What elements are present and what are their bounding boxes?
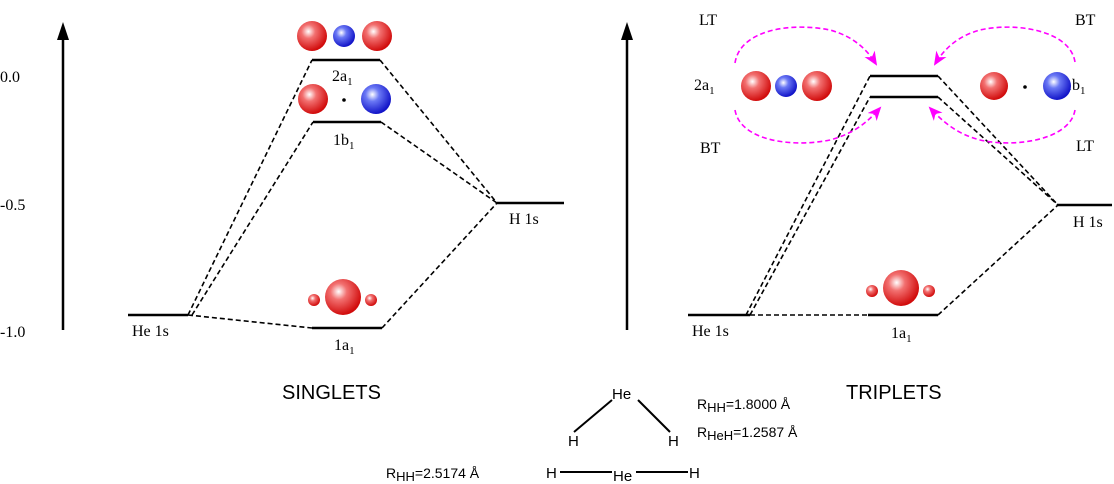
bent-geometry: He H H RHH=1.8000 Å RHeH=1.2587 Å [568,386,798,450]
mo-2a1-label: 2a1 [694,77,715,97]
energy-axis-left [57,22,69,330]
mo-2a1-label: 2a1 [332,68,353,88]
axis-arrowhead [621,22,633,40]
atom-h: H [568,433,579,450]
orbital-1a1-picture [308,279,377,315]
linear-geometry: H He H RHH=2.5174 Å [386,465,700,484]
mo-1a1-label: 1a1 [334,337,355,357]
arrow-lt-top [734,26,878,66]
axis-tick-label: -1.0 [0,324,25,341]
triplets-title: TRIPLETS [846,382,942,404]
arrow-lt-bottom [928,106,1076,144]
transition-label-lt: LT [1076,138,1094,155]
atom-he: He [612,386,631,403]
axis-arrowhead [57,22,69,40]
orbital-1b1-picture [298,84,391,114]
singlets-panel: He 1s H 1s 2a1 1b1 1a1 SINGLETS [128,21,564,404]
transition-label-lt: LT [699,12,717,29]
axis-tick-label: -0.5 [0,197,25,214]
singlets-title: SINGLETS [282,382,381,404]
arrow-bt-top [933,26,1076,66]
orbital-2a1-picture [297,21,392,51]
atom-he: He [613,468,632,484]
mo-1a1-label: 1a1 [891,325,912,345]
axis-tick-label: 0.0 [0,69,20,86]
bond-length-hh: RHH=1.8000 Å [697,396,791,415]
correlation-lines [745,75,1059,316]
bond-length-hh: RHH=2.5174 Å [386,465,480,484]
triplets-panel: He 1s H 1s 1a1 2a1 1b1 LT BT BT LT [688,12,1112,404]
energy-axis-right [621,22,633,330]
h-1s-label: H 1s [1073,214,1103,231]
transition-label-bt: BT [1075,12,1096,29]
atom-h: H [689,465,700,482]
h-1s-label: H 1s [509,211,539,228]
orbital-2a1-picture [741,71,832,101]
he-1s-label: He 1s [692,323,729,340]
bond-length-heh: RHeH=1.2587 Å [697,424,798,443]
arrow-bt-bottom [734,106,882,144]
transition-label-bt: BT [700,140,721,157]
orbital-1b1-picture [980,72,1071,100]
mo-1b1-label: 1b1 [333,132,355,152]
atom-h: H [546,465,557,482]
he-1s-label: He 1s [132,323,169,340]
correlation-lines [187,59,498,329]
orbital-1a1-picture [866,270,935,306]
atom-h: H [668,433,679,450]
transition-arrows [734,26,1076,144]
